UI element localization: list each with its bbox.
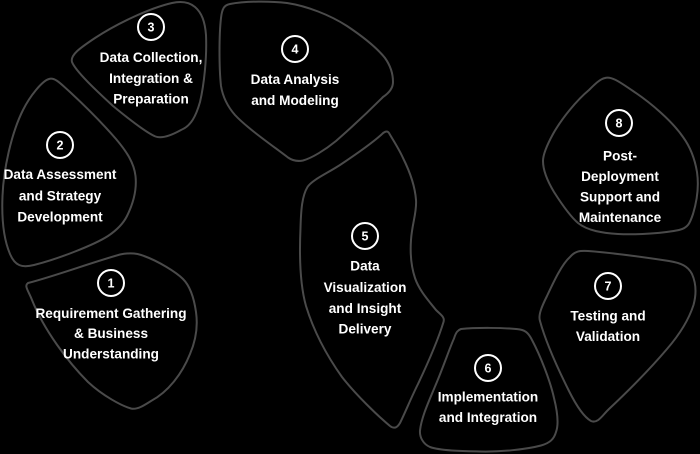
svg-text:Implementation: Implementation bbox=[438, 390, 538, 405]
svg-text:8: 8 bbox=[616, 117, 623, 131]
svg-text:3: 3 bbox=[148, 21, 155, 35]
svg-text:4: 4 bbox=[292, 43, 299, 57]
svg-text:and Insight: and Insight bbox=[329, 301, 402, 316]
svg-text:Preparation: Preparation bbox=[113, 92, 189, 107]
svg-text:Visualization: Visualization bbox=[324, 280, 407, 295]
svg-text:7: 7 bbox=[605, 280, 612, 294]
svg-text:Data Assessment: Data Assessment bbox=[4, 167, 117, 182]
svg-text:Delivery: Delivery bbox=[339, 322, 392, 337]
svg-text:and Strategy: and Strategy bbox=[19, 189, 102, 204]
svg-text:and Integration: and Integration bbox=[439, 410, 537, 425]
svg-text:Support and: Support and bbox=[580, 190, 660, 205]
svg-text:and Modeling: and Modeling bbox=[251, 93, 339, 108]
svg-text:Post-: Post- bbox=[603, 149, 637, 164]
svg-text:Deployment: Deployment bbox=[581, 169, 659, 184]
svg-text:Data: Data bbox=[350, 259, 380, 274]
svg-text:Testing and: Testing and bbox=[570, 309, 645, 324]
svg-text:5: 5 bbox=[362, 230, 369, 244]
svg-text:Maintenance: Maintenance bbox=[579, 210, 662, 225]
svg-text:1: 1 bbox=[108, 277, 115, 291]
svg-text:Development: Development bbox=[17, 210, 103, 225]
svg-text:Data Collection,: Data Collection, bbox=[100, 50, 203, 65]
svg-text:6: 6 bbox=[485, 362, 492, 376]
svg-text:2: 2 bbox=[57, 139, 64, 153]
svg-text:Requirement Gathering: Requirement Gathering bbox=[35, 306, 186, 321]
svg-text:Data Analysis: Data Analysis bbox=[251, 72, 340, 87]
svg-text:Integration &: Integration & bbox=[109, 71, 193, 86]
svg-text:& Business: & Business bbox=[74, 326, 148, 341]
svg-text:Understanding: Understanding bbox=[63, 347, 159, 362]
svg-text:Validation: Validation bbox=[576, 329, 640, 344]
